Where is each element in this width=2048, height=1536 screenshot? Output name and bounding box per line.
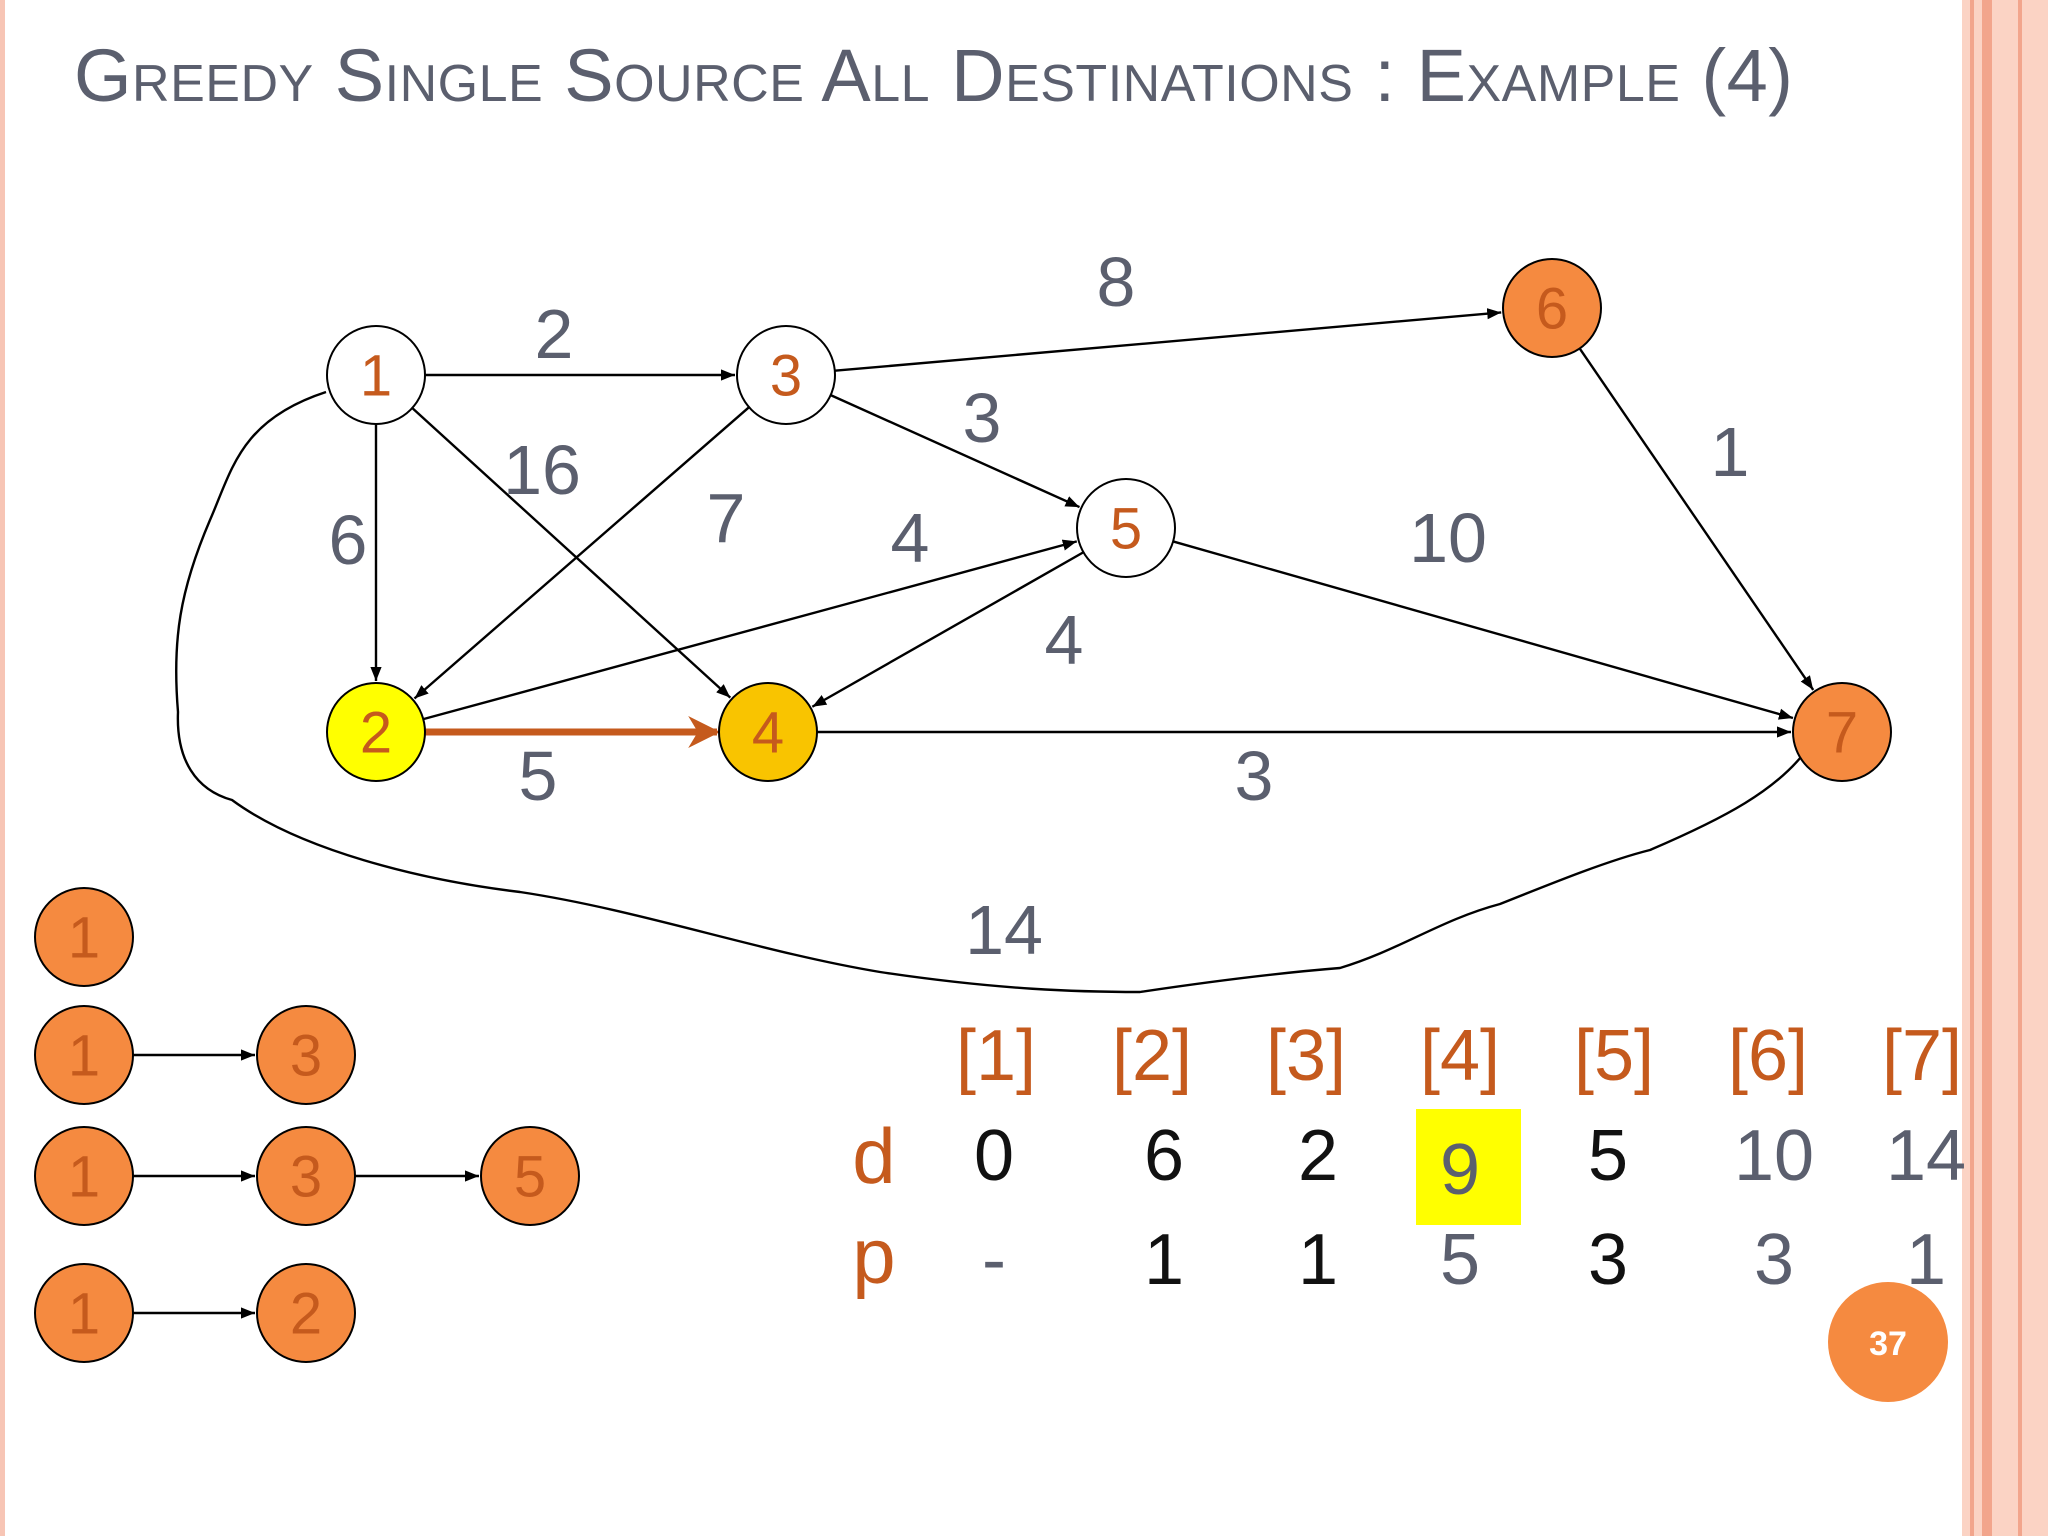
path-node-label: 2 [290, 1282, 322, 1347]
page-number: 37 [1869, 1325, 1907, 1363]
row-label-d: d [852, 1112, 895, 1200]
node-label: 5 [1110, 497, 1142, 562]
graph-node-6: 6 [1502, 258, 1602, 358]
edge-weight-2-4: 5 [519, 737, 558, 815]
d-cell-4: 9 [1440, 1130, 1480, 1210]
d-cell-6: 10 [1734, 1116, 1814, 1196]
node-circle [326, 682, 426, 782]
page-number-badge: 37 [1828, 1282, 1948, 1402]
edge-5-4 [811, 551, 1085, 708]
path-row-3: 1 3 5 [34, 1126, 580, 1226]
edge-weight-2-5: 4 [891, 499, 930, 577]
right-decorative-border [1962, 0, 2048, 1536]
d-cell-3: 2 [1298, 1116, 1338, 1196]
table-header-6: [6] [1728, 1016, 1808, 1096]
edge-weight-1-7: 14 [965, 891, 1043, 969]
path-node-label: 1 [68, 1282, 100, 1347]
node-circle [1502, 258, 1602, 358]
path-node-label: 1 [68, 906, 100, 971]
edge-weight-3-5: 3 [963, 379, 1002, 457]
path-node-circle [480, 1126, 580, 1226]
node-circle [718, 682, 818, 782]
path-node-label: 5 [514, 1145, 546, 1210]
graph-node-3: 3 [736, 325, 836, 425]
distance-table: [1] [2] [3] [4] [5] [6] [7] dp0 6 2 9 5 10 14 - 1 1 5 3 3 1 [852, 1016, 1966, 1300]
row-label-p: p [852, 1212, 895, 1300]
edge-weight-6-7: 1 [1711, 413, 1750, 491]
p-cell-2: 1 [1144, 1220, 1184, 1300]
path-node-circle [256, 1263, 356, 1363]
node-label: 4 [752, 701, 784, 766]
path-row-1: 1 [34, 887, 134, 987]
graph-node-2: 2 [326, 682, 426, 782]
path-node-label: 3 [290, 1145, 322, 1210]
p-cell-1: - [982, 1220, 1006, 1300]
p-cell-5: 3 [1588, 1220, 1628, 1300]
p-cell-3: 1 [1298, 1220, 1338, 1300]
graph-node-7: 7 [1792, 682, 1892, 782]
path-node-label: 1 [68, 1024, 100, 1089]
edge-2-5 [422, 539, 1078, 721]
edge-weight-5-4: 4 [1045, 601, 1084, 679]
node-label: 6 [1536, 277, 1568, 342]
left-border-rule [0, 0, 5, 1536]
edge-3-6 [834, 308, 1502, 372]
edge-weight-3-2: 7 [707, 479, 746, 557]
node-label: 2 [360, 701, 392, 766]
node-label: 3 [770, 344, 802, 409]
p-cell-4: 5 [1440, 1220, 1480, 1300]
path-node-label: 1 [68, 1145, 100, 1210]
table-header-5: [5] [1574, 1016, 1654, 1096]
edge-3-2 [413, 406, 750, 700]
slide-title: Greedy Single Source All Destinations : … [74, 34, 1794, 117]
edge-weight-1-4: 16 [503, 431, 581, 509]
edge-6-7 [1578, 347, 1815, 691]
graph-node-1: 1 [326, 325, 426, 425]
edge-weight-1-2: 6 [329, 501, 368, 579]
path-node-circle [34, 887, 134, 987]
table-header-3: [3] [1266, 1016, 1346, 1096]
d-cell-7: 14 [1886, 1116, 1966, 1196]
edge-weight-5-7: 10 [1409, 499, 1487, 577]
node-label: 7 [1826, 701, 1858, 766]
graph-node-5: 5 [1076, 478, 1176, 578]
d-cell-1: 0 [974, 1116, 1014, 1196]
edge-3-5 [830, 394, 1080, 509]
edge-5-7 [1172, 540, 1794, 720]
table-header-1: [1] [956, 1016, 1036, 1096]
edge-1-7 [174, 390, 1811, 994]
d-cell-2: 6 [1144, 1116, 1184, 1196]
edge-weight-4-7: 3 [1235, 737, 1274, 815]
node-label: 1 [360, 344, 392, 409]
edges-layer [174, 308, 1815, 994]
graph-node-4: 4 [718, 682, 818, 782]
highlight-cell [1416, 1109, 1521, 1225]
p-cell-7: 1 [1906, 1220, 1946, 1300]
node-circle [1076, 478, 1176, 578]
p-cell-6: 3 [1754, 1220, 1794, 1300]
edge-weight-1-3: 2 [535, 295, 574, 373]
edge-weight-3-6: 8 [1097, 243, 1136, 321]
d-cell-5: 5 [1588, 1116, 1628, 1196]
page-number-circle [1828, 1282, 1948, 1402]
node-circle [326, 325, 426, 425]
table-header-7: [7] [1882, 1016, 1962, 1096]
path-node-label: 3 [290, 1024, 322, 1089]
node-circle [1792, 682, 1892, 782]
table-header-2: [2] [1112, 1016, 1192, 1096]
path-node-circle [256, 1005, 356, 1105]
node-circle [736, 325, 836, 425]
table-header-4: [4] [1420, 1016, 1500, 1096]
